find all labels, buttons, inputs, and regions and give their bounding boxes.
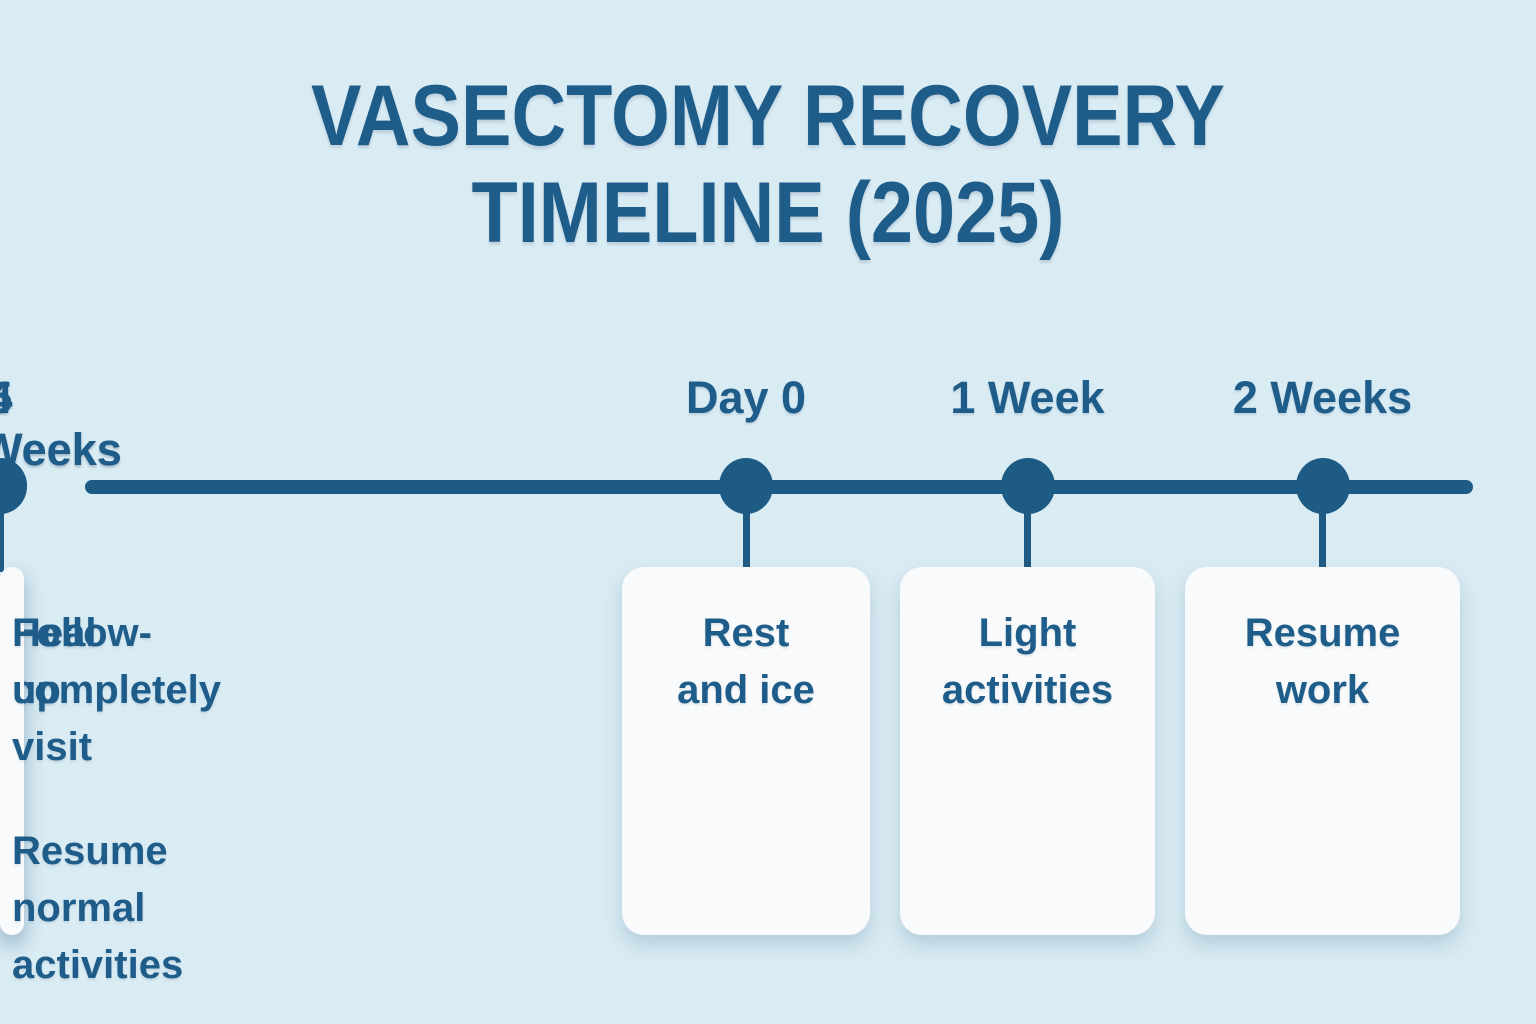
timeline-connector — [742, 502, 750, 572]
page-title-line-2: TIMELINE (2025) — [471, 165, 1065, 262]
milestone-label: 2 Weeks — [1232, 372, 1413, 423]
timeline-connector — [1024, 502, 1031, 572]
milestone-2-weeks: 2 Weeks Resume work — [1185, 372, 1460, 935]
timeline-connector — [0, 502, 4, 572]
page-title: VASECTOMY RECOVERY TIMELINE (2025) — [92, 68, 1444, 262]
milestone-label: 1 Week — [950, 372, 1105, 423]
card-text: Rest and ice — [677, 611, 815, 712]
milestone-label: Day 0 — [685, 372, 807, 423]
timeline-axis — [85, 480, 1473, 494]
milestone-card: Follow-up visit Resume normal activities — [0, 567, 183, 987]
card-text: Light activities — [941, 611, 1114, 712]
milestone-day-0: Day 0 Rest and ice — [622, 372, 870, 935]
milestone-card: Rest and ice — [622, 567, 870, 935]
milestone-card: Light activities — [900, 567, 1155, 935]
milestone-1-week: 1 Week Light activities — [900, 372, 1155, 935]
milestone-card: Resume work — [1185, 567, 1460, 935]
timeline-connector — [1319, 502, 1326, 572]
page-title-line-1: VASECTOMY RECOVERY — [311, 68, 1225, 164]
milestone-label: 5 Weeks — [0, 372, 122, 475]
card-text: Resume work — [1244, 611, 1401, 712]
